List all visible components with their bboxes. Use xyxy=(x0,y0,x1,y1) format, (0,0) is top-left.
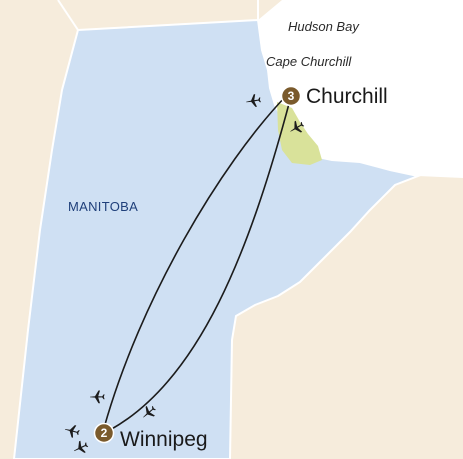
border-line xyxy=(57,0,79,31)
stop-winnipeg: 2 Winnipeg xyxy=(93,422,208,451)
route-line-west xyxy=(103,95,287,429)
manitoba-province xyxy=(12,18,422,459)
province-label: MANITOBA xyxy=(68,199,138,214)
stop-number: 3 xyxy=(288,89,295,103)
hudson-bay-label: Hudson Bay xyxy=(288,19,360,34)
stop-churchill: 3 Churchill xyxy=(280,85,388,108)
city-label-winnipeg: Winnipeg xyxy=(120,428,208,451)
stop-number: 2 xyxy=(101,426,108,440)
stop-badge xyxy=(280,85,302,107)
hudson-bay-water xyxy=(258,0,463,178)
cape-churchill-label: Cape Churchill xyxy=(266,54,352,69)
park-highlight xyxy=(277,102,322,165)
route-line-east xyxy=(109,99,291,431)
stop-badge xyxy=(93,422,115,444)
city-label-churchill: Churchill xyxy=(306,85,388,108)
